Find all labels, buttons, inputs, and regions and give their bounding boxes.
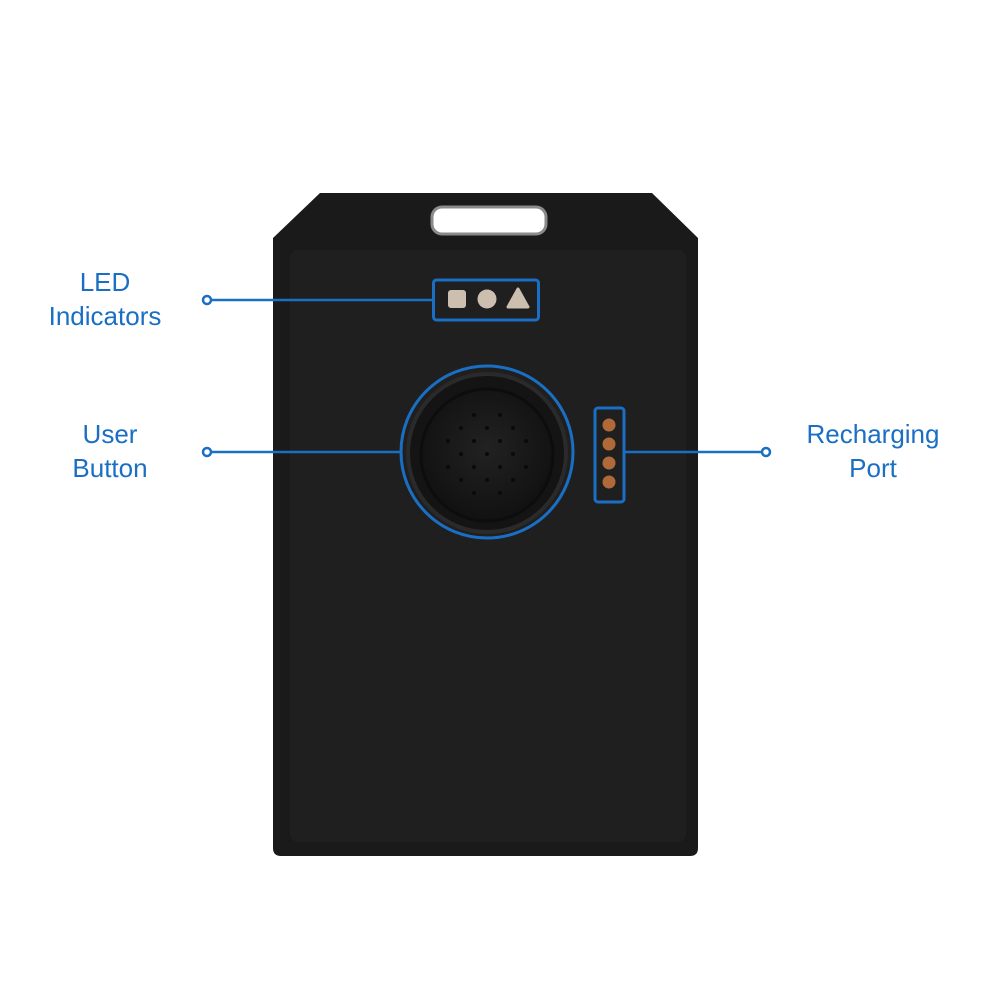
button-texture-dots bbox=[446, 413, 528, 495]
label-line: Port bbox=[849, 453, 897, 483]
led-square-icon bbox=[448, 290, 466, 308]
label-line: Recharging bbox=[806, 419, 940, 449]
charging-contacts bbox=[602, 418, 616, 489]
led-highlight-box bbox=[432, 278, 540, 322]
port-highlight-box bbox=[593, 406, 626, 504]
callout-lines bbox=[201, 294, 772, 458]
label-line: Button bbox=[72, 453, 148, 483]
led-indicators-label: LED Indicators bbox=[5, 265, 205, 333]
label-line: Indicators bbox=[48, 301, 162, 331]
label-line: User bbox=[82, 419, 138, 449]
led-circle-icon bbox=[477, 289, 497, 309]
lanyard-slot bbox=[430, 205, 548, 236]
port-callout-dot bbox=[760, 446, 772, 458]
led-triangle-icon bbox=[506, 287, 530, 309]
label-line: LED bbox=[79, 267, 131, 297]
user-button-label: User Button bbox=[10, 417, 210, 485]
recharging-port-label: Recharging Port bbox=[773, 417, 973, 485]
led-callout-dot bbox=[201, 294, 213, 306]
device-face-panel bbox=[290, 250, 686, 842]
button-callout-dot bbox=[201, 446, 213, 458]
